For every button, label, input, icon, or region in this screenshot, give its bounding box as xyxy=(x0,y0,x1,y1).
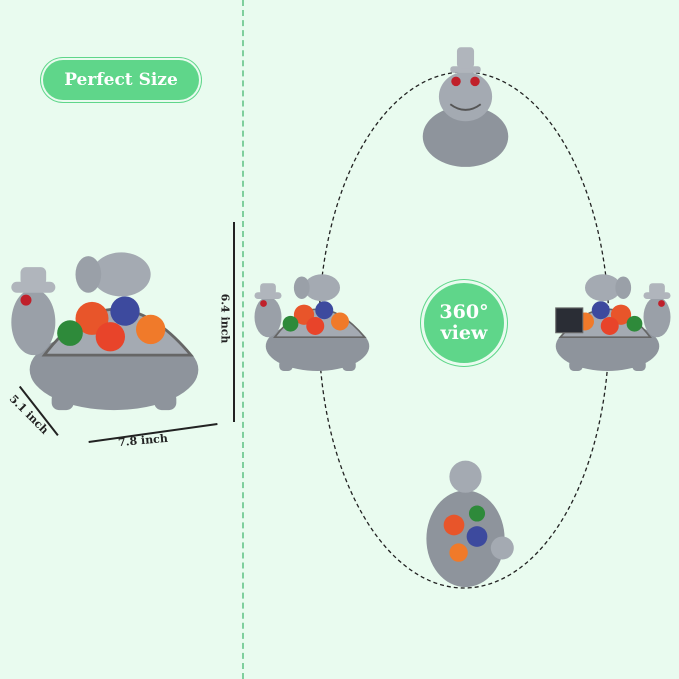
turtle-view-left xyxy=(253,273,371,372)
view-badge-label: view xyxy=(440,322,488,344)
turtle-view-top xyxy=(426,460,514,588)
turtle-statue-main xyxy=(9,251,200,412)
height-label: 6.4 inch xyxy=(218,293,232,344)
turtle-view-right xyxy=(554,273,672,372)
turtle-view-front xyxy=(422,47,509,167)
360-view-badge: 360° view xyxy=(424,283,504,363)
height-line xyxy=(233,222,235,422)
perfect-size-badge: Perfect Size xyxy=(43,60,199,100)
dashed-divider xyxy=(242,0,244,679)
badge-label: Perfect Size xyxy=(64,70,178,90)
width-label: 7.8 inch xyxy=(117,431,169,450)
view-badge-degrees: 360° xyxy=(439,301,489,324)
